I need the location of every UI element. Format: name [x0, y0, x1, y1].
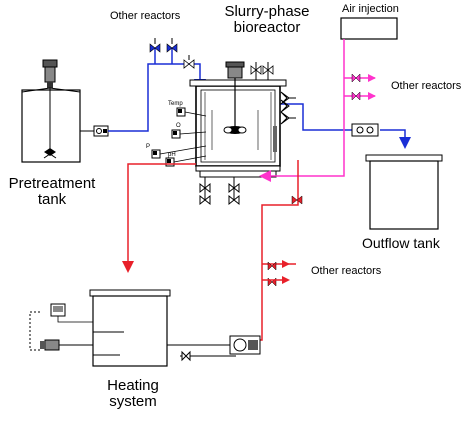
feed-line	[108, 48, 411, 149]
other-reactors-bottom-label: Other reactors	[311, 265, 382, 277]
bottom-valves	[199, 177, 240, 206]
sensor-ph-label: pH	[168, 152, 176, 158]
heating-label-line1: Heating	[107, 377, 159, 394]
outflow-tank-label: Outflow tank	[362, 235, 440, 251]
pretreatment-label-line1: Pretreatment	[8, 175, 96, 192]
outflow-tank	[365, 154, 443, 230]
heating-pump	[167, 335, 261, 362]
sensor-temp-label: Temp	[168, 101, 183, 107]
air-injection-label: Air injection	[342, 3, 399, 15]
bioreactor-label: Slurry-phase bioreactor	[212, 4, 322, 36]
bioreactor-label-line2: bioreactor	[233, 18, 301, 36]
bioreactor	[189, 61, 287, 178]
feed-pump	[80, 125, 109, 137]
pretreatment-tank-label: Pretreatment tank	[0, 176, 104, 208]
pretreatment-tank	[21, 59, 81, 163]
heating-valves	[262, 195, 303, 287]
air-valves	[351, 73, 376, 101]
other-reactors-right-label: Other reactors	[391, 80, 462, 92]
reactor-sensors	[151, 107, 207, 167]
top-valves	[149, 38, 195, 69]
reactor-side-valves	[280, 91, 296, 125]
sensor-p-label: P	[146, 144, 151, 150]
other-reactors-top-label: Other reactors	[110, 10, 181, 22]
outflow-pump	[351, 123, 379, 137]
heating-tank	[89, 289, 171, 367]
heating-controller	[29, 303, 93, 351]
reactor-top-valves	[250, 62, 274, 80]
sensor-o2-label: O	[176, 123, 181, 129]
bioreactor-label-line1: Slurry-phase	[224, 3, 310, 20]
air-injection-box	[340, 17, 398, 40]
heating-line	[122, 160, 299, 341]
heating-system-label: Heating system	[88, 378, 178, 410]
heating-label-line2: system	[109, 392, 157, 410]
pretreatment-label-line2: tank	[37, 190, 67, 208]
